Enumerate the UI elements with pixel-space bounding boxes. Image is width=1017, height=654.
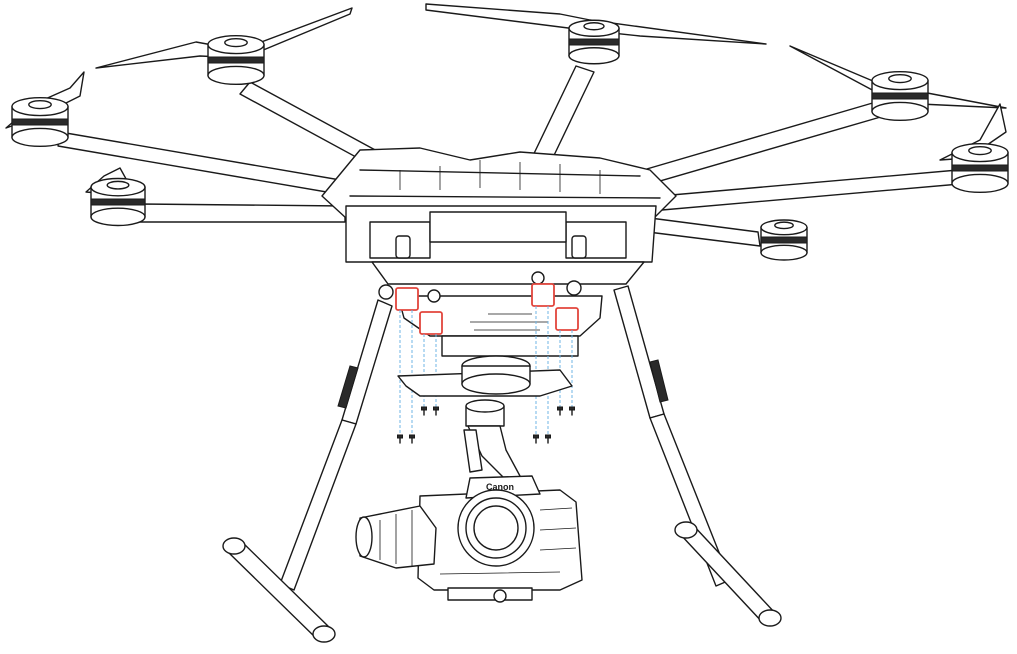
lower-deck bbox=[371, 261, 645, 285]
mount-front-left bbox=[395, 287, 419, 311]
mount-rear-left bbox=[419, 311, 443, 335]
camera-lens-inner bbox=[473, 505, 519, 551]
motor-right-top bbox=[871, 70, 929, 122]
camera-left-grip bbox=[359, 505, 437, 569]
camera: Canon bbox=[355, 475, 583, 603]
motor-left-mid bbox=[11, 96, 69, 148]
mount-front-right bbox=[531, 283, 555, 307]
screw bbox=[569, 406, 575, 416]
right-leg-damper bbox=[649, 359, 669, 403]
mount-rear-right bbox=[555, 307, 579, 331]
left-clip bbox=[395, 235, 411, 259]
left-skid-cap-front bbox=[222, 537, 246, 555]
motor-center-top bbox=[568, 19, 620, 65]
motors bbox=[11, 19, 1009, 261]
screw bbox=[409, 434, 415, 444]
center-board bbox=[429, 211, 567, 243]
screw bbox=[545, 434, 551, 444]
right-leg-upper bbox=[613, 285, 665, 419]
motor-left-top bbox=[207, 34, 265, 86]
left-skid bbox=[227, 539, 331, 641]
center-frame bbox=[321, 147, 677, 357]
screw bbox=[421, 406, 427, 416]
arm-left-low bbox=[139, 203, 346, 223]
left-leg-damper bbox=[337, 365, 359, 409]
landing-gear bbox=[222, 285, 782, 643]
left-leg-lower bbox=[279, 419, 357, 591]
highlighted-mounts bbox=[395, 283, 579, 335]
screw bbox=[533, 434, 539, 444]
right-skid-cap-front bbox=[674, 521, 698, 539]
screws bbox=[397, 406, 575, 444]
screw bbox=[557, 406, 563, 416]
right-skid-cap-rear bbox=[758, 609, 782, 627]
vibration-plate bbox=[441, 335, 579, 357]
screw bbox=[397, 434, 403, 444]
motor-right-mid bbox=[951, 142, 1009, 194]
right-skid bbox=[679, 523, 777, 625]
right-clip bbox=[571, 235, 587, 259]
left-leg-upper bbox=[341, 299, 393, 425]
screw bbox=[433, 406, 439, 416]
left-skid-cap-rear bbox=[312, 625, 336, 643]
camera-brand-label: Canon bbox=[486, 482, 514, 492]
motor-left-low bbox=[90, 177, 146, 227]
arm-right-mid bbox=[659, 169, 961, 211]
motor-right-low bbox=[760, 219, 808, 261]
gimbal-top bbox=[397, 355, 573, 485]
arm-right-low bbox=[647, 217, 761, 247]
